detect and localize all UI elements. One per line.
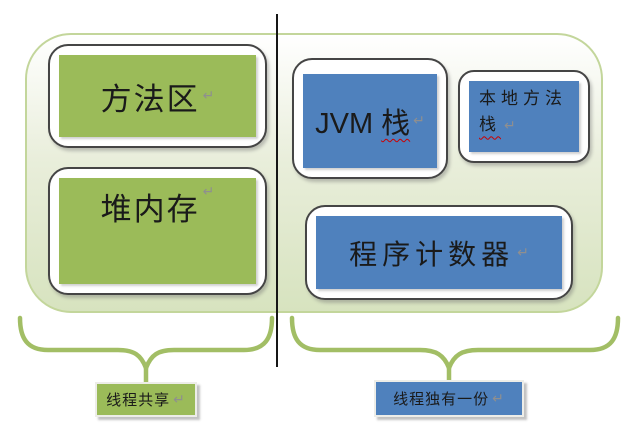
paragraph-mark: ↵ (413, 113, 425, 129)
native-method-stack-line2: 栈 (479, 115, 501, 135)
paragraph-mark: ↵ (202, 184, 215, 200)
paragraph-mark: ↵ (504, 118, 521, 135)
program-counter-label: 程序计数器 (349, 239, 515, 271)
paragraph-mark: ↵ (202, 88, 215, 104)
program-counter-box: 程序计数器↵ (305, 205, 573, 300)
native-method-stack-label: 本地方法 栈↵ (479, 86, 567, 139)
heap-memory-fill: 堆内存↵ (59, 178, 256, 284)
jvm-stack-label-cjk: 栈 (381, 108, 411, 140)
heap-memory-box: 堆内存↵ (48, 167, 267, 295)
jvm-stack-label-latin: JVM (315, 108, 374, 140)
thread-private-label: 线程独有一份 (393, 392, 490, 408)
thread-shared-label: 线程共享 (106, 393, 171, 409)
method-area-label: 方法区 (100, 81, 200, 117)
left-brace (17, 315, 275, 375)
native-method-stack-box: 本地方法 栈↵ (458, 70, 590, 163)
paragraph-mark: ↵ (492, 390, 505, 407)
program-counter-fill: 程序计数器↵ (316, 216, 562, 289)
paragraph-mark: ↵ (517, 244, 529, 261)
right-brace (289, 315, 621, 375)
method-area-fill: 方法区↵ (59, 55, 256, 137)
native-method-stack-line1: 本地方法 (479, 89, 567, 108)
native-method-stack-fill: 本地方法 栈↵ (469, 81, 579, 152)
thread-private-tag: 线程独有一份↵ (374, 380, 524, 417)
heap-memory-label: 堆内存 (100, 192, 200, 227)
paragraph-mark: ↵ (173, 391, 186, 408)
thread-shared-tag: 线程共享↵ (95, 382, 197, 417)
method-area-box: 方法区↵ (48, 44, 267, 148)
region-divider-line (276, 14, 278, 367)
